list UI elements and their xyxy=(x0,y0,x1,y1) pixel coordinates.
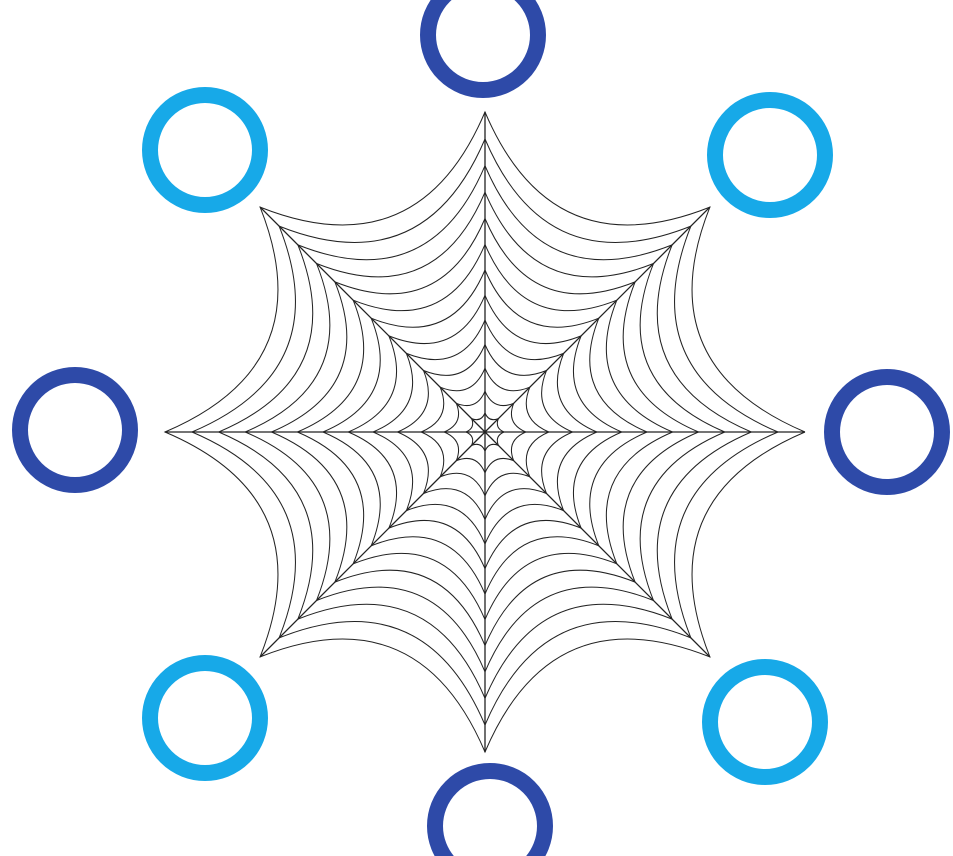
ring-left xyxy=(20,375,130,485)
ring-top xyxy=(428,0,538,90)
ring-right xyxy=(832,377,942,487)
ring-bottom-right xyxy=(710,667,820,777)
ring-bottom xyxy=(435,771,545,856)
ring-top-left xyxy=(150,95,260,205)
ring-top-right xyxy=(715,100,825,210)
spider-web xyxy=(165,112,805,752)
ring-bottom-left xyxy=(150,663,260,773)
